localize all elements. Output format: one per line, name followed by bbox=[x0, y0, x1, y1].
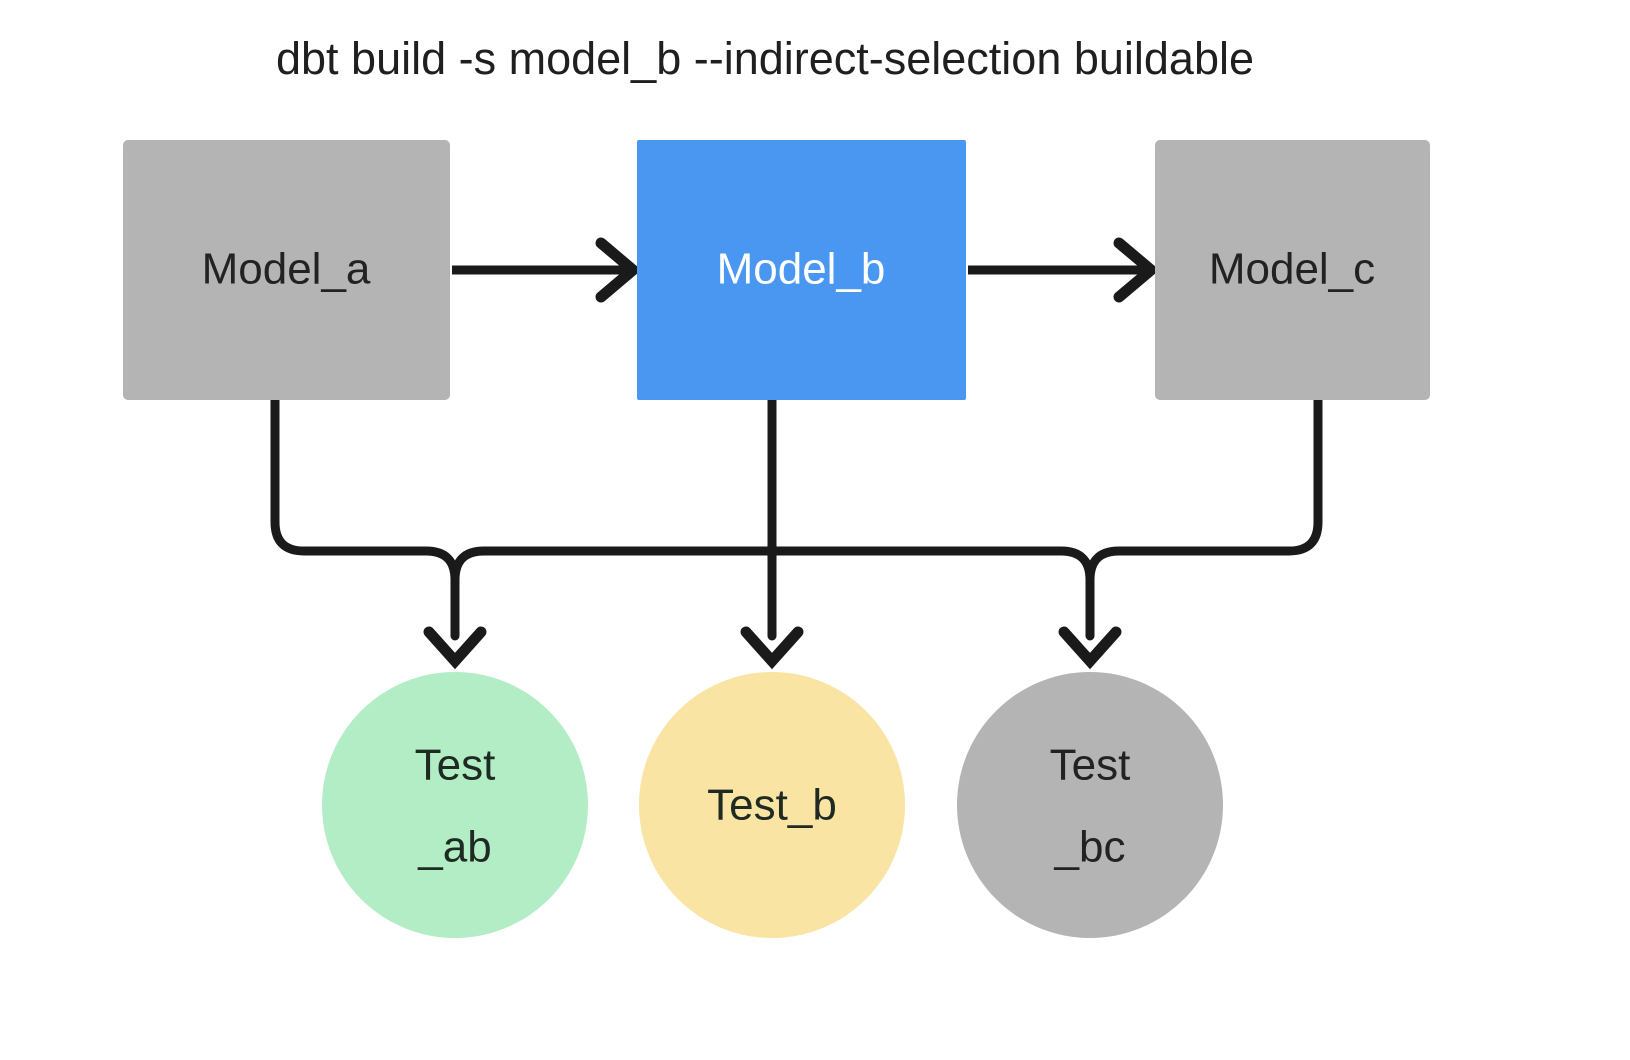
node-model-b[interactable]: Model_b bbox=[637, 140, 966, 400]
arrowhead-test-ab bbox=[423, 626, 487, 670]
node-test-ab-shape[interactable] bbox=[322, 672, 588, 938]
arrowhead-model-b bbox=[595, 237, 642, 303]
edge-model-b-to-test-ab bbox=[450, 546, 777, 585]
node-test-b-shape[interactable] bbox=[639, 672, 905, 938]
node-test-b-label-line-1: Test_b bbox=[707, 781, 837, 830]
node-test-ab-label-line-1: Test bbox=[415, 741, 496, 790]
diagram-title: dbt build -s model_b --indirect-selectio… bbox=[276, 33, 1254, 84]
arrowhead-model-c bbox=[1113, 237, 1160, 303]
node-model-c-shape[interactable] bbox=[1155, 140, 1430, 400]
edge-layer bbox=[270, 237, 1323, 670]
node-test-bc-label-line-1: Test bbox=[1050, 741, 1131, 790]
node-test-ab-label-line-2: _ab bbox=[417, 823, 491, 872]
arrowhead-test-bc bbox=[1058, 626, 1122, 670]
node-test-ab[interactable]: Test _ab bbox=[322, 672, 588, 938]
node-test-bc-label-line-2: _bc bbox=[1054, 823, 1126, 872]
edge-model-c-to-test-bc bbox=[1085, 395, 1323, 585]
node-model-b-shape[interactable] bbox=[637, 140, 966, 400]
node-model-a-label: Model_a bbox=[202, 245, 371, 294]
model-node-layer: Model_a Model_b Model_c bbox=[123, 140, 1430, 400]
node-test-b[interactable]: Test_b bbox=[639, 672, 905, 938]
node-test-bc[interactable]: Test _bc bbox=[957, 672, 1223, 938]
node-test-bc-shape[interactable] bbox=[957, 672, 1223, 938]
node-model-a-shape[interactable] bbox=[123, 140, 450, 400]
node-model-a[interactable]: Model_a bbox=[123, 140, 450, 400]
arrowhead-test-b bbox=[740, 626, 804, 670]
test-node-layer: Test _ab Test_b Test _bc bbox=[322, 672, 1223, 938]
node-model-c[interactable]: Model_c bbox=[1155, 140, 1430, 400]
node-model-b-label: Model_b bbox=[717, 245, 886, 294]
edge-model-a-to-test-ab bbox=[270, 395, 460, 641]
edge-model-b-to-test-bc bbox=[767, 546, 1095, 641]
node-model-c-label: Model_c bbox=[1209, 245, 1375, 294]
